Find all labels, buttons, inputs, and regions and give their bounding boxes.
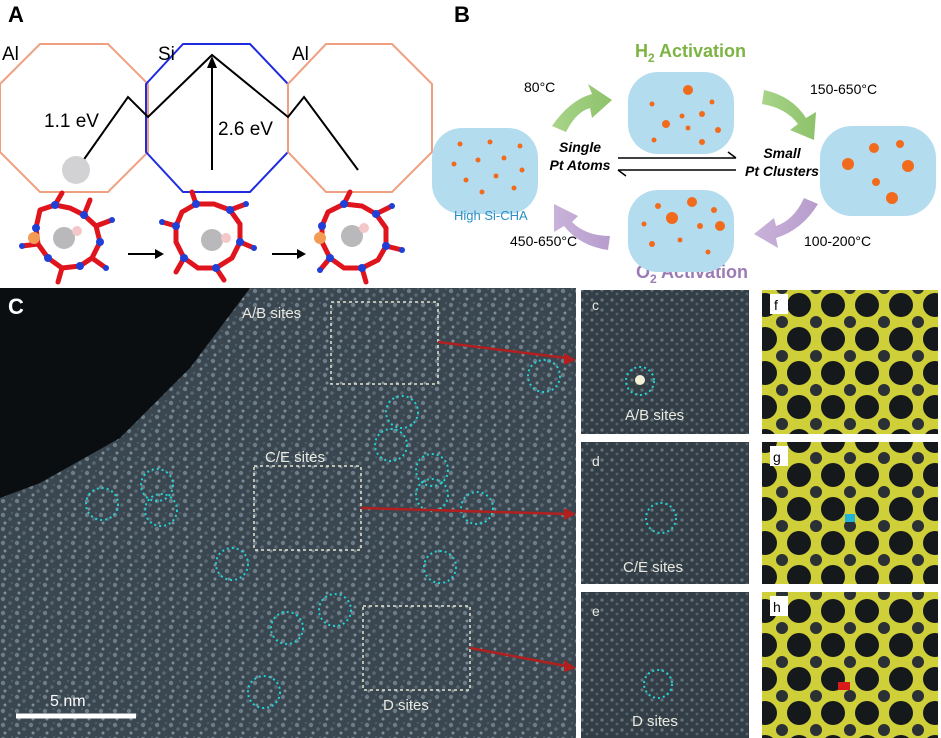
blob-o2-bottom bbox=[628, 190, 734, 272]
lattice-g-site bbox=[845, 514, 855, 522]
inset-c-image bbox=[581, 290, 749, 434]
temp-450-650: 450-650°C bbox=[510, 233, 577, 249]
single-atom-dots bbox=[451, 139, 525, 195]
ab-sites-box bbox=[330, 301, 439, 385]
lattice-h bbox=[762, 592, 938, 738]
inset-ab-label: A/B sites bbox=[625, 407, 684, 424]
arrow-100-200c bbox=[754, 198, 818, 248]
vacuum-region bbox=[0, 288, 250, 498]
lattice-f bbox=[762, 290, 938, 434]
right-al-cage bbox=[287, 43, 433, 193]
connection-arrows bbox=[360, 340, 576, 672]
small-pt-line2: Pt Clusters bbox=[745, 163, 819, 179]
ring-structure-3 bbox=[314, 189, 405, 285]
barrier-arrow-head bbox=[207, 56, 217, 68]
sub-g: g bbox=[773, 449, 781, 465]
inset-d-image bbox=[581, 442, 749, 584]
inset-ce-label: C/E sites bbox=[623, 559, 683, 576]
temp-100-200: 100-200°C bbox=[804, 233, 871, 249]
sub-h: h bbox=[773, 599, 781, 615]
ring-structure-1 bbox=[19, 190, 115, 285]
lattice-g bbox=[762, 442, 938, 584]
blob-small-clusters bbox=[820, 126, 936, 216]
inset-c-pt-atom bbox=[635, 375, 645, 385]
high-si-cha-label: High Si-CHA bbox=[454, 208, 528, 223]
scale-bar-label: 5 nm bbox=[50, 693, 86, 710]
sub-d: d bbox=[592, 453, 600, 469]
ring-structure-2 bbox=[159, 189, 257, 283]
label-al-right: Al bbox=[292, 44, 309, 65]
sub-c: c bbox=[592, 297, 599, 313]
cluster-dots bbox=[842, 140, 914, 204]
panel-c-stem: A/B sites C/E sites D sites 5 nm c d e A… bbox=[0, 288, 938, 738]
temp-80: 80°C bbox=[524, 79, 555, 95]
temp-150-650: 150-650°C bbox=[810, 81, 877, 97]
ab-sites-label: A/B sites bbox=[242, 305, 301, 322]
pt-site-markers bbox=[85, 359, 561, 709]
h2-activation-title: H2 Activation bbox=[635, 41, 746, 65]
blob-single-pt bbox=[432, 128, 538, 214]
h2-blob-dots bbox=[649, 85, 721, 145]
ce-sites-label: C/E sites bbox=[265, 449, 325, 466]
sub-e: e bbox=[592, 603, 600, 619]
panel-b-cycle: H2 Activation O2 Activation bbox=[432, 41, 936, 285]
single-pt-line2: Pt Atoms bbox=[550, 157, 611, 173]
inset-e-image bbox=[581, 592, 749, 738]
left-al-cage bbox=[0, 43, 149, 193]
lattice-h-site bbox=[838, 682, 850, 690]
blob-h2-top bbox=[628, 72, 734, 154]
panel-b-letter: B bbox=[454, 2, 470, 27]
panel-c-letter: C bbox=[8, 294, 24, 319]
arrow-150-650c bbox=[762, 90, 816, 140]
single-pt-line1: Single bbox=[559, 139, 601, 155]
label-al-left: Al bbox=[2, 44, 19, 65]
sub-f: f bbox=[774, 297, 778, 313]
label-si: Si bbox=[158, 44, 175, 65]
arrow-80c bbox=[552, 84, 612, 132]
arrow-450-650c bbox=[554, 204, 610, 250]
inset-d-label: D sites bbox=[632, 713, 678, 730]
o2-blob-dots bbox=[641, 197, 725, 255]
barrier-label-1: 1.1 eV bbox=[44, 111, 99, 132]
small-pt-line1: Small bbox=[763, 145, 801, 161]
d-sites-label: D sites bbox=[383, 697, 429, 714]
pt-atom bbox=[62, 156, 90, 184]
center-si-cage bbox=[145, 43, 289, 193]
barrier-label-2: 2.6 eV bbox=[218, 119, 273, 140]
energy-path bbox=[79, 53, 359, 171]
panel-a-diagram: Al Si Al 1.1 eV 2.6 eV bbox=[0, 43, 433, 285]
panel-a-letter: A bbox=[8, 2, 24, 27]
